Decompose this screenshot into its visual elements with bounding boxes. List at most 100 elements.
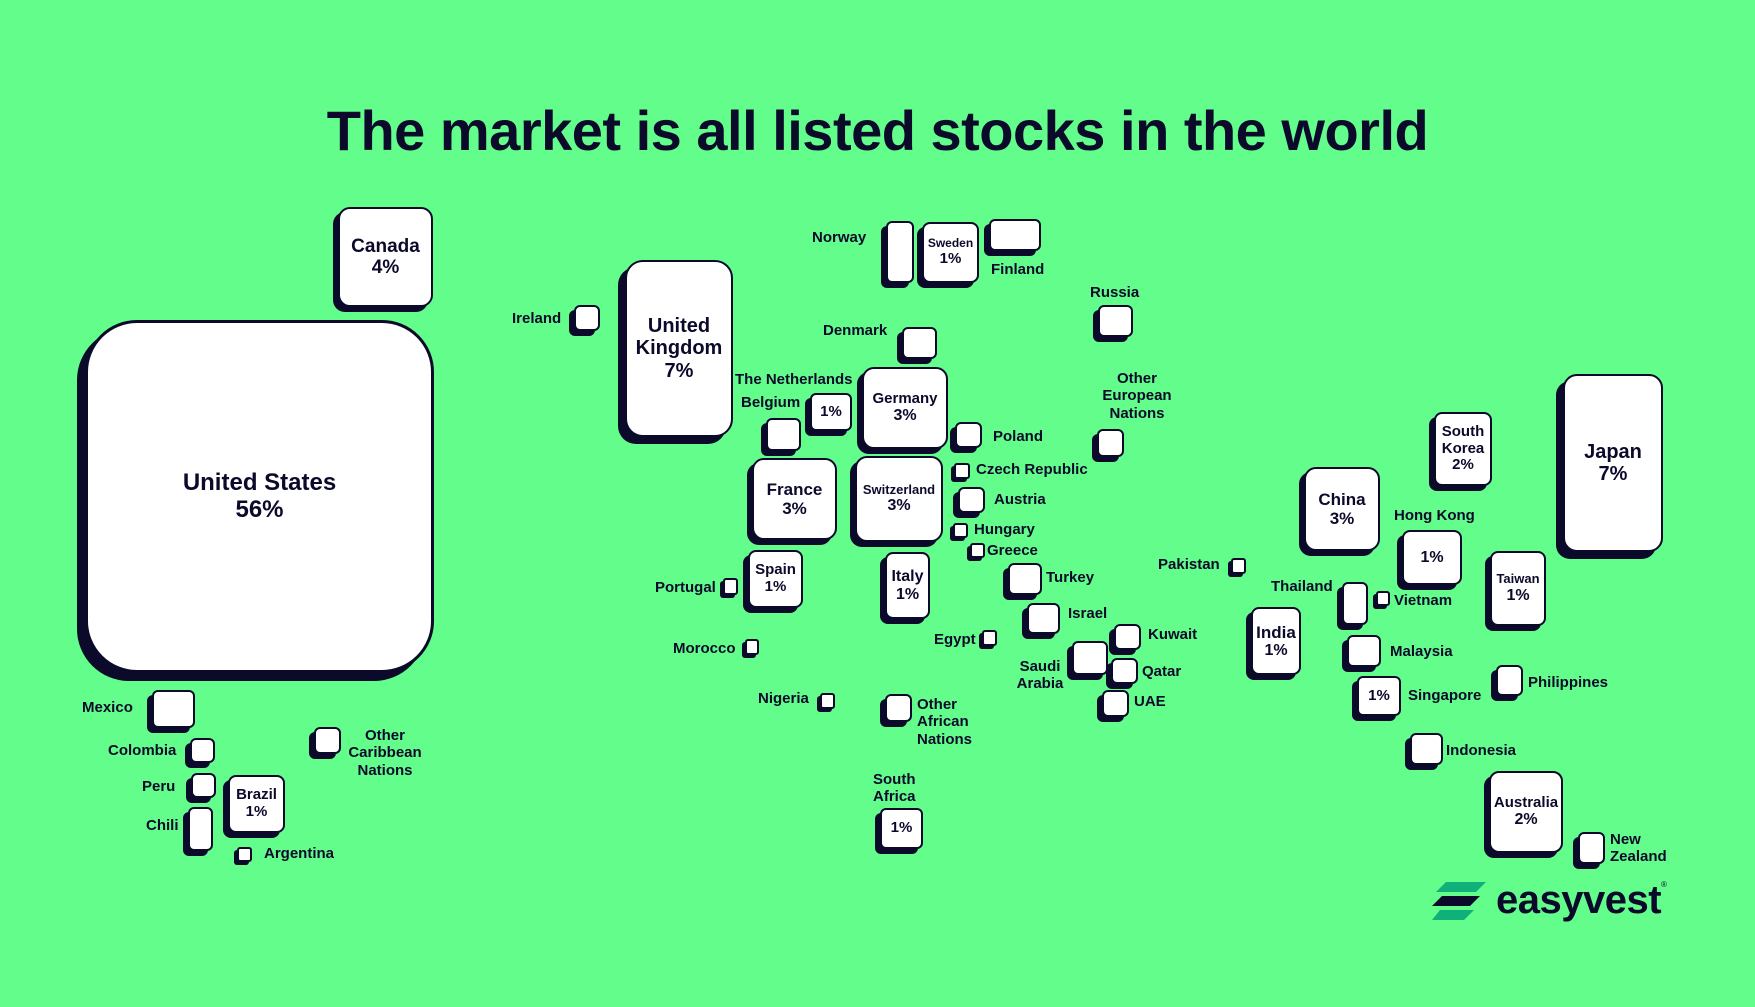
qatar-box [1111,658,1138,684]
united-states-share: 56% [235,495,284,523]
other-african-box [885,694,912,722]
easyvest-logo-text: easyvest [1496,878,1662,922]
other-european-box [1097,429,1124,457]
peru-label: Peru [142,778,176,795]
saudi-arabia-label: Saudi Arabia [1016,658,1064,693]
italy-box: Italy 1% [885,552,930,619]
pakistan-label: Pakistan [1158,556,1220,573]
chili-box [188,807,213,851]
thailand-label: Thailand [1271,578,1333,595]
switzerland-name: Switzerland [862,481,936,497]
egypt-label: Egypt [934,631,976,648]
france-box: France 3% [752,458,837,540]
saudi-arabia-box [1072,641,1108,675]
philippines-label: Philippines [1528,674,1609,691]
qatar-label: Qatar [1142,663,1182,680]
sweden-box: Sweden 1% [922,222,979,283]
other-caribbean-label: Other Caribbean Nations [348,727,422,779]
taiwan-name: Taiwan [1496,571,1540,587]
spain-name: Spain [755,561,796,579]
united-kingdom-share: 7% [664,359,694,382]
mexico-box [152,690,195,728]
uae-box [1102,690,1129,717]
easyvest-logo: easyvest ® [1432,878,1667,923]
china-name: China [1318,489,1366,509]
hungary-label: Hungary [974,521,1035,538]
norway-box [886,221,914,283]
denmark-label: Denmark [823,322,888,339]
canada-box: Canada 4% [338,207,433,307]
czech-republic-label: Czech Republic [976,461,1088,478]
taiwan-share: 1% [1506,586,1530,604]
malaysia-label: Malaysia [1390,643,1453,660]
colombia-box [190,738,215,763]
india-box: India 1% [1251,607,1301,675]
philippines-box [1496,665,1523,696]
india-name: India [1256,622,1296,642]
japan-name: Japan [1584,440,1642,463]
czech-republic-box [954,463,970,479]
spain-box: Spain 1% [748,550,803,608]
netherlands-label: The Netherlands [735,371,853,388]
japan-share: 7% [1598,463,1628,485]
israel-label: Israel [1068,605,1108,622]
kuwait-box [1114,624,1141,650]
other-caribbean-box [314,727,341,754]
singapore-share: 1% [1368,686,1390,704]
malaysia-box [1347,635,1381,667]
sweden-name: Sweden [927,236,974,251]
austria-label: Austria [994,491,1046,508]
austria-box [958,487,985,513]
turkey-box [1008,563,1042,595]
hong-kong-label: Hong Kong [1394,507,1475,524]
ireland-label: Ireland [512,310,562,327]
norway-label: Norway [812,229,867,246]
china-box: China 3% [1304,467,1380,551]
australia-box: Australia 2% [1489,771,1563,853]
italy-share: 1% [895,585,920,603]
netherlands-box: 1% [810,393,852,431]
canada-share: 4% [371,257,400,278]
singapore-label: Singapore [1408,687,1482,704]
united-kingdom-name: United Kingdom [635,314,723,360]
uae-label: UAE [1134,693,1166,710]
russia-label: Russia [1090,284,1140,301]
vietnam-label: Vietnam [1394,592,1453,609]
belgium-box [766,418,801,451]
new-zealand-label: New Zealand [1610,831,1667,866]
russia-box [1098,305,1133,337]
nigeria-box [820,693,835,709]
australia-share: 2% [1514,811,1538,829]
page-title: The market is all listed stocks in the w… [326,99,1429,162]
morocco-box [745,639,759,655]
south-korea-name: South Korea [1441,422,1485,457]
kuwait-label: Kuwait [1148,626,1198,643]
indonesia-label: Indonesia [1446,742,1517,759]
hungary-box [953,523,968,538]
colombia-label: Colombia [108,742,177,759]
germany-name: Germany [872,389,938,407]
south-africa-box: 1% [880,808,923,849]
pakistan-box [1231,558,1246,574]
poland-box [955,422,982,448]
belgium-label: Belgium [741,394,801,411]
finland-label: Finland [991,261,1045,278]
germany-box: Germany 3% [862,367,948,449]
united-states-box: United States 56% [85,320,434,673]
australia-name: Australia [1493,793,1559,811]
morocco-label: Morocco [673,640,736,657]
denmark-box [902,327,937,359]
united-states-name: United States [182,468,337,496]
hong-kong-box: 1% [1402,530,1462,585]
greece-box [970,543,985,558]
chili-label: Chili [146,817,179,834]
greece-label: Greece [987,542,1038,559]
thailand-box [1342,582,1368,625]
italy-name: Italy [891,567,924,585]
sweden-share: 1% [939,249,962,267]
netherlands-share: 1% [820,402,842,420]
turkey-label: Turkey [1046,569,1095,586]
easyvest-logo-icon [1432,881,1486,920]
germany-share: 3% [893,407,917,425]
